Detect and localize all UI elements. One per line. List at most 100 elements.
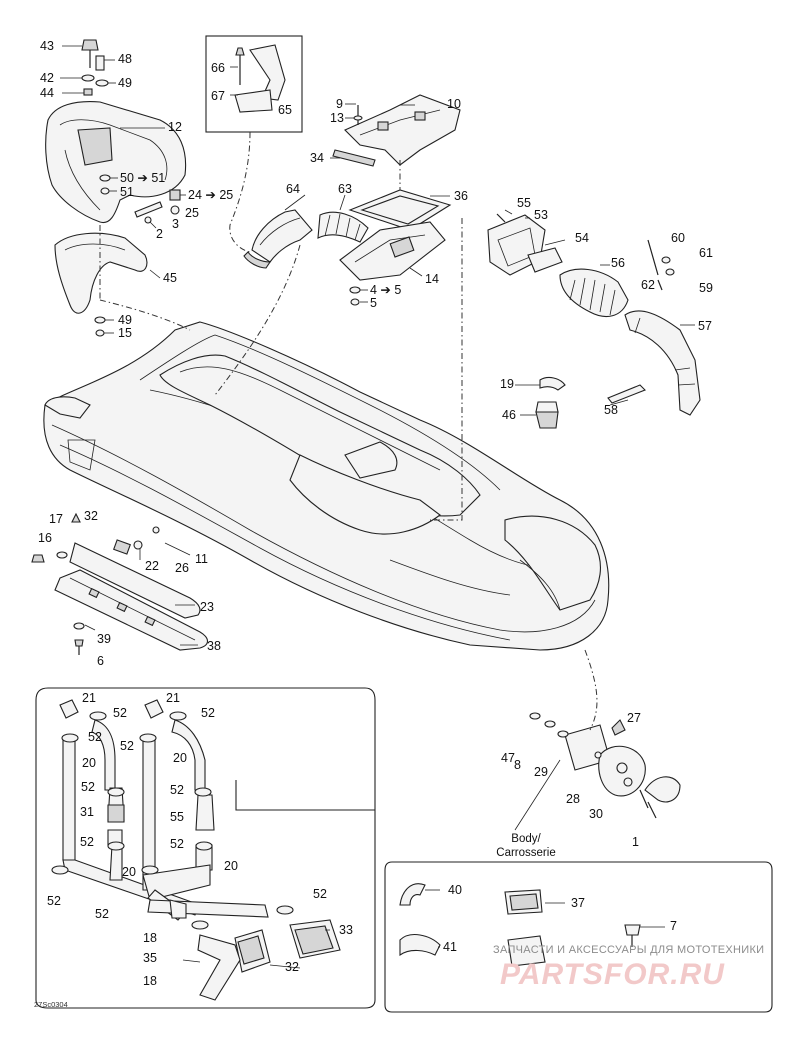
callout-64: 64 bbox=[286, 182, 300, 196]
callout-31: 31 bbox=[80, 805, 94, 819]
callout-47: 8 bbox=[514, 758, 521, 772]
callout-49: 49 bbox=[118, 76, 132, 90]
upper-left-hardware bbox=[60, 39, 191, 337]
rear-vent-assembly bbox=[487, 209, 701, 429]
bilge-hose-group bbox=[35, 687, 376, 1009]
callout-13: 13 bbox=[330, 111, 344, 125]
callout-55: 55 bbox=[517, 196, 531, 210]
callout-4-to-5: 4 ➔ 5 bbox=[370, 283, 402, 297]
callout-45: 45 bbox=[163, 271, 177, 285]
callout-43: 43 bbox=[40, 39, 54, 53]
callout-52: 52 bbox=[170, 837, 184, 851]
storage-liner bbox=[54, 232, 148, 314]
callout-20: 20 bbox=[82, 756, 96, 770]
callout-11: 11 bbox=[195, 552, 208, 566]
callout-28: 30 bbox=[589, 807, 603, 821]
accessory-box bbox=[384, 861, 773, 1013]
callout-60: 60 bbox=[671, 231, 685, 245]
callout-36: 36 bbox=[454, 189, 468, 203]
callout-62: 62 bbox=[641, 278, 655, 292]
callout-9: 9 bbox=[336, 97, 343, 111]
callout-51: 51 bbox=[120, 185, 134, 199]
callout-5: 5 bbox=[370, 296, 377, 310]
callout-16: 16 bbox=[38, 531, 52, 545]
callout-48: 48 bbox=[118, 52, 132, 66]
body-caption-line1: Body/ bbox=[511, 833, 541, 845]
callout-66: 66 bbox=[211, 61, 225, 75]
callout-42: 42 bbox=[40, 71, 54, 85]
callout-44: 44 bbox=[40, 86, 54, 100]
callout-53: 53 bbox=[534, 208, 548, 222]
air-intake-assembly bbox=[214, 160, 452, 396]
callout-52: 52 bbox=[170, 783, 184, 797]
callout-50-to-51: 50 ➔ 51 bbox=[120, 171, 166, 185]
callout-52: 52 bbox=[80, 835, 94, 849]
callout-39: 39 bbox=[97, 632, 111, 646]
callout-17: 17 bbox=[49, 512, 63, 526]
callout-29: 28 bbox=[566, 792, 580, 806]
callout-18: 33 bbox=[339, 923, 353, 937]
callout-32: 27 bbox=[627, 711, 641, 725]
callout-25: 25 bbox=[185, 206, 199, 220]
callout-57: 57 bbox=[698, 319, 712, 333]
watermark-logo: PARTSFOR.RU bbox=[500, 958, 725, 991]
callout-61: 61 bbox=[699, 246, 713, 260]
callout-3: 3 bbox=[172, 217, 179, 231]
callout-52: 52 bbox=[47, 894, 61, 908]
callout-15: 15 bbox=[118, 326, 132, 340]
callout-37: 7 bbox=[670, 919, 677, 933]
side-rub-rail bbox=[31, 512, 209, 655]
callout-59: 59 bbox=[699, 281, 713, 295]
callout-32: 32 bbox=[84, 509, 98, 523]
callout-35: 18 bbox=[143, 974, 157, 988]
callout-49-lower: 49 bbox=[118, 313, 132, 327]
watercraft-hull bbox=[43, 321, 610, 651]
callout-52: 52 bbox=[113, 706, 127, 720]
callout-52: 18 bbox=[143, 931, 157, 945]
callout-21: 21 bbox=[166, 691, 180, 705]
callout-18: 32 bbox=[285, 960, 299, 974]
callout-6: 6 bbox=[97, 654, 104, 668]
callout-20: 20 bbox=[224, 859, 238, 873]
callout-10: 10 bbox=[447, 97, 461, 111]
callout-65: 65 bbox=[278, 103, 292, 117]
rear-deck-bracket bbox=[330, 94, 461, 167]
callout-12: 12 bbox=[168, 120, 182, 134]
callout-26: 26 bbox=[175, 561, 189, 575]
rear-cleat-assembly bbox=[514, 649, 681, 831]
callout-52: 52 bbox=[81, 780, 95, 794]
callout-8: 29 bbox=[534, 765, 548, 779]
callout-2: 2 bbox=[156, 227, 163, 241]
callout-46: 46 bbox=[502, 408, 516, 422]
callout-40: 37 bbox=[571, 896, 585, 910]
body-caption-line2: Carrosserie bbox=[496, 847, 556, 859]
callout-21: 21 bbox=[82, 691, 96, 705]
callout-14: 14 bbox=[425, 272, 439, 286]
callout-63: 63 bbox=[338, 182, 352, 196]
callout-30: 1 bbox=[632, 835, 639, 849]
callout-22: 22 bbox=[145, 559, 159, 573]
leader-lines bbox=[84, 104, 695, 969]
callout-19: 19 bbox=[500, 377, 514, 391]
callout-7: 41 bbox=[443, 940, 457, 954]
callout-34: 34 bbox=[310, 151, 324, 165]
body-caption: Body/ Carrosserie bbox=[478, 832, 574, 860]
callout-20: 20 bbox=[173, 751, 187, 765]
callout-54: 54 bbox=[575, 231, 589, 245]
callout-55: 55 bbox=[170, 810, 184, 824]
callout-20: 52 bbox=[95, 907, 109, 921]
callout-52: 52 bbox=[88, 730, 102, 744]
callout-20: 20 bbox=[122, 865, 136, 879]
front-storage-cover bbox=[45, 101, 187, 224]
callout-52: 52 bbox=[313, 887, 327, 901]
diagram-code: 27Sc0304 bbox=[34, 1000, 68, 1009]
callout-67: 67 bbox=[211, 89, 225, 103]
callout-33: 35 bbox=[143, 951, 157, 965]
detail-box-65-67 bbox=[205, 35, 303, 253]
callout-52: 52 bbox=[120, 739, 134, 753]
callout-27: 47 bbox=[501, 751, 515, 765]
watermark-text: ЗАПЧАСТИ И АКСЕССУАРЫ ДЛЯ МОТОТЕХНИКИ bbox=[493, 944, 765, 956]
callout-58: 58 bbox=[604, 403, 618, 417]
callout-24-to-25: 24 ➔ 25 bbox=[188, 188, 234, 202]
